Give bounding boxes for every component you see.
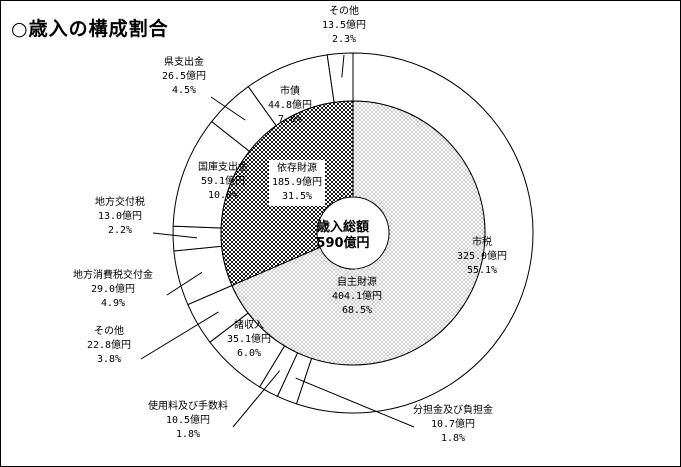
- outer-label-3-line-1: 35.1億円: [227, 332, 271, 345]
- outer-label-1-line-1: 10.7億円: [431, 417, 475, 430]
- outer-label-8-line-1: 26.5億円: [162, 69, 206, 82]
- outer-label-6-line-2: 2.2%: [108, 225, 132, 236]
- outer-label-6-line-1: 13.0億円: [98, 209, 142, 222]
- outer-label-5-line-1: 29.0億円: [91, 282, 135, 295]
- outer-label-10-line-1: 13.5億円: [322, 18, 366, 31]
- chart-title: ○歳入の構成割合: [11, 18, 169, 40]
- outer-label-5-line-2: 4.9%: [101, 298, 125, 309]
- leader-line-6: [152, 232, 198, 239]
- outer-label-2-line-2: 1.8%: [176, 429, 200, 440]
- outer-label-4-line-0: その他: [94, 324, 124, 337]
- outer-label-7-line-1: 59.1億円: [201, 174, 245, 187]
- leader-line-8: [210, 96, 246, 121]
- inner-label-0-line-2: 68.5%: [342, 305, 372, 316]
- outer-label-5-line-0: 地方消費税交付金: [73, 268, 153, 281]
- outer-slice-6: [172, 225, 223, 252]
- outer-label-9-line-0: 市債: [280, 84, 300, 97]
- outer-label-0-line-1: 325.0億円: [457, 249, 507, 262]
- leader-line-2: [232, 370, 281, 428]
- leader-line-1: [295, 377, 415, 428]
- leader-line-5: [166, 271, 203, 296]
- inner-label-1-line-2: 31.5%: [282, 191, 312, 202]
- outer-label-7-line-2: 10.0%: [208, 190, 238, 201]
- center-total-line-1: 590億円: [316, 235, 369, 251]
- outer-label-0-line-0: 市税: [472, 235, 492, 248]
- inner-label-0-line-1: 404.1億円: [332, 289, 382, 302]
- outer-label-4-line-2: 3.8%: [97, 354, 121, 365]
- outer-label-2-line-0: 使用料及び手数料: [148, 399, 228, 412]
- outer-label-1-line-0: 分担金及び負担金: [413, 403, 493, 416]
- outer-label-9-line-2: 7.6%: [278, 114, 302, 125]
- inner-label-0-line-0: 自主財源: [337, 275, 377, 288]
- inner-label-1-line-1: 185.9億円: [272, 175, 322, 188]
- outer-label-0-line-2: 55.1%: [467, 265, 497, 276]
- outer-label-9-line-1: 44.8億円: [268, 98, 312, 111]
- inner-label-1-line-0: 依存財源: [277, 161, 317, 174]
- outer-label-1-line-2: 1.8%: [441, 433, 465, 444]
- outer-label-2-line-1: 10.5億円: [166, 413, 210, 426]
- leader-line-4: [140, 311, 219, 360]
- outer-label-7-line-0: 国庫支出金: [198, 160, 248, 173]
- outer-label-3-line-2: 6.0%: [237, 348, 261, 359]
- outer-label-10-line-0: その他: [329, 4, 359, 17]
- outer-label-10-line-2: 2.3%: [332, 34, 356, 45]
- center-total-line-0: 歳入総額: [317, 219, 369, 235]
- outer-label-6-line-0: 地方交付税: [95, 195, 145, 208]
- outer-label-8-line-0: 県支出金: [164, 55, 204, 68]
- inner-label-1-bg: [269, 160, 325, 206]
- outer-label-4-line-1: 22.8億円: [87, 338, 131, 351]
- leader-line-10: [341, 54, 345, 78]
- outer-label-8-line-2: 4.5%: [172, 85, 196, 96]
- outer-label-3-line-0: 諸収入: [234, 318, 264, 331]
- inner-slice-0: [231, 100, 486, 366]
